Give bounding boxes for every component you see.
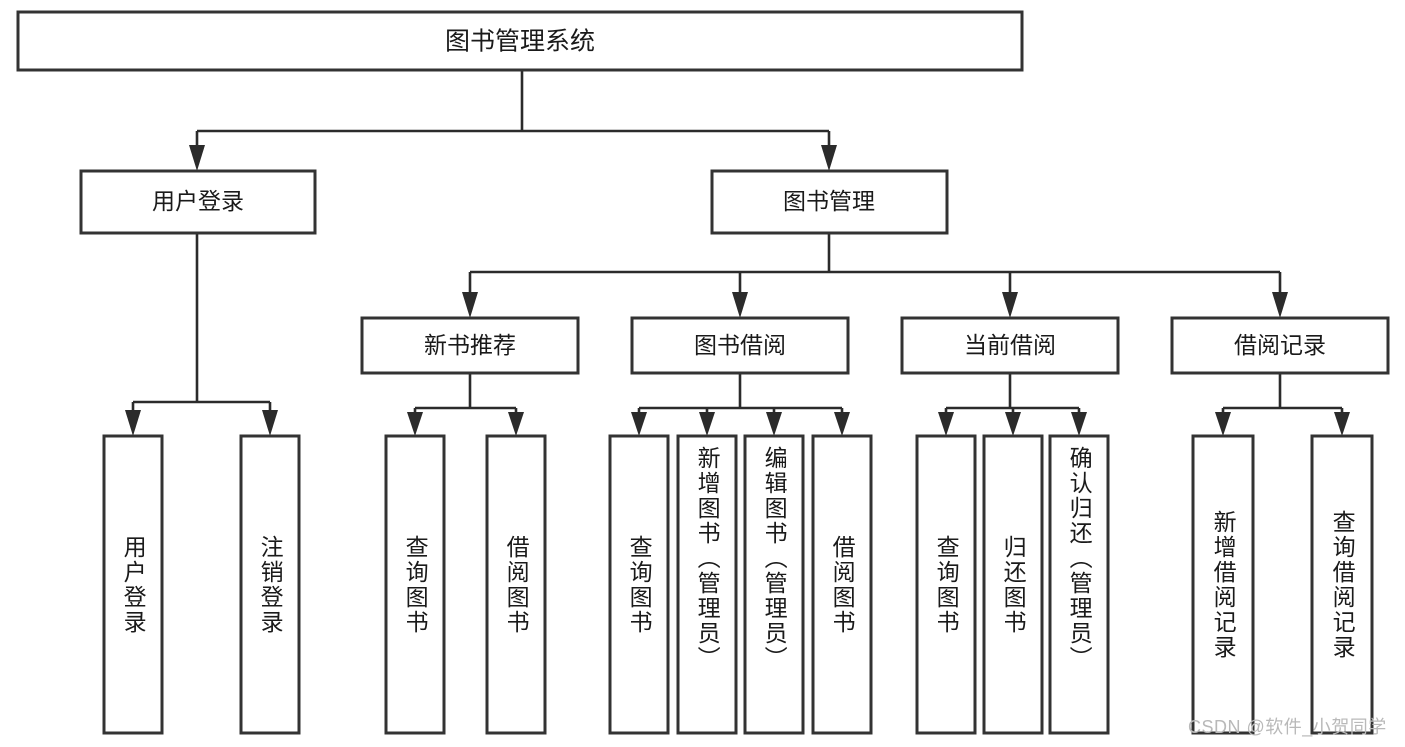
connector-group <box>125 70 1350 436</box>
arrowhead-leaf-borrow-book-recommend <box>508 412 524 436</box>
node-leaf-query-book-borrow-box[interactable] <box>608 434 670 735</box>
node-book-management-box[interactable] <box>710 169 949 235</box>
arrowhead-user-login <box>189 145 205 171</box>
node-book-borrow[interactable]: 图书借阅 <box>630 316 850 375</box>
arrowhead-leaf-user-login <box>125 410 141 436</box>
node-borrow-record-label: 借阅记录 <box>1234 332 1326 358</box>
arrowhead-leaf-query-borrow-record <box>1334 412 1350 436</box>
node-current-borrow-label: 当前借阅 <box>964 332 1056 358</box>
node-new-book-recommend[interactable]: 新书推荐 <box>360 316 580 375</box>
node-user-login-box[interactable] <box>79 169 317 235</box>
arrowhead-book-borrow <box>732 292 748 318</box>
node-book-management-label: 图书管理 <box>783 188 875 214</box>
node-new-book-recommend-label: 新书推荐 <box>424 332 516 358</box>
arrowhead-leaf-add-book-admin <box>699 412 715 436</box>
node-user-login[interactable]: 用户登录 <box>79 169 317 235</box>
arrowhead-book-management <box>821 145 837 171</box>
node-user-login-label: 用户登录 <box>152 188 244 214</box>
node-leaf-borrow-book-recommend-box[interactable] <box>485 434 547 735</box>
node-leaf-edit-book-admin-box[interactable] <box>743 434 805 735</box>
node-borrow-record-box[interactable] <box>1170 316 1390 375</box>
leaf-node-group <box>102 434 1374 735</box>
node-book-borrow-label: 图书借阅 <box>694 332 786 358</box>
arrowhead-leaf-query-book-recommend <box>407 412 423 436</box>
node-leaf-confirm-return-admin-box[interactable] <box>1048 434 1110 735</box>
node-leaf-add-borrow-record-box[interactable] <box>1191 434 1255 735</box>
node-leaf-add-book-admin-box[interactable] <box>676 434 738 735</box>
arrowhead-leaf-query-book-current <box>938 412 954 436</box>
arrowhead-leaf-return-book <box>1005 412 1021 436</box>
arrowhead-leaf-borrow-book <box>834 412 850 436</box>
node-leaf-query-book-recommend-box[interactable] <box>384 434 446 735</box>
arrowhead-leaf-query-book-borrow <box>631 412 647 436</box>
arrowhead-leaf-confirm-return-admin <box>1071 412 1087 436</box>
arrowhead-current-borrow <box>1002 292 1018 318</box>
node-current-borrow-box[interactable] <box>900 316 1120 375</box>
node-leaf-user-logout-box[interactable] <box>239 434 301 735</box>
node-leaf-return-book-box[interactable] <box>982 434 1044 735</box>
node-root-box[interactable] <box>16 10 1024 72</box>
node-root-label: 图书管理系统 <box>445 28 595 56</box>
node-leaf-query-book-current-box[interactable] <box>915 434 977 735</box>
node-book-management[interactable]: 图书管理 <box>710 169 949 235</box>
arrowhead-borrow-record <box>1272 292 1288 318</box>
arrowhead-new-book-recommend <box>462 292 478 318</box>
node-book-borrow-box[interactable] <box>630 316 850 375</box>
arrowhead-leaf-user-logout <box>262 410 278 436</box>
arrowhead-leaf-add-borrow-record <box>1215 412 1231 436</box>
arrowhead-leaf-edit-book-admin <box>766 412 782 436</box>
watermark-text: CSDN @软件_小贺同学 <box>1188 717 1387 737</box>
node-borrow-record[interactable]: 借阅记录 <box>1170 316 1390 375</box>
node-new-book-recommend-box[interactable] <box>360 316 580 375</box>
node-leaf-borrow-book-box[interactable] <box>811 434 873 735</box>
node-leaf-user-login-box[interactable] <box>102 434 164 735</box>
node-leaf-query-borrow-record-box[interactable] <box>1310 434 1374 735</box>
node-root[interactable]: 图书管理系统 <box>16 10 1024 72</box>
node-current-borrow[interactable]: 当前借阅 <box>900 316 1120 375</box>
